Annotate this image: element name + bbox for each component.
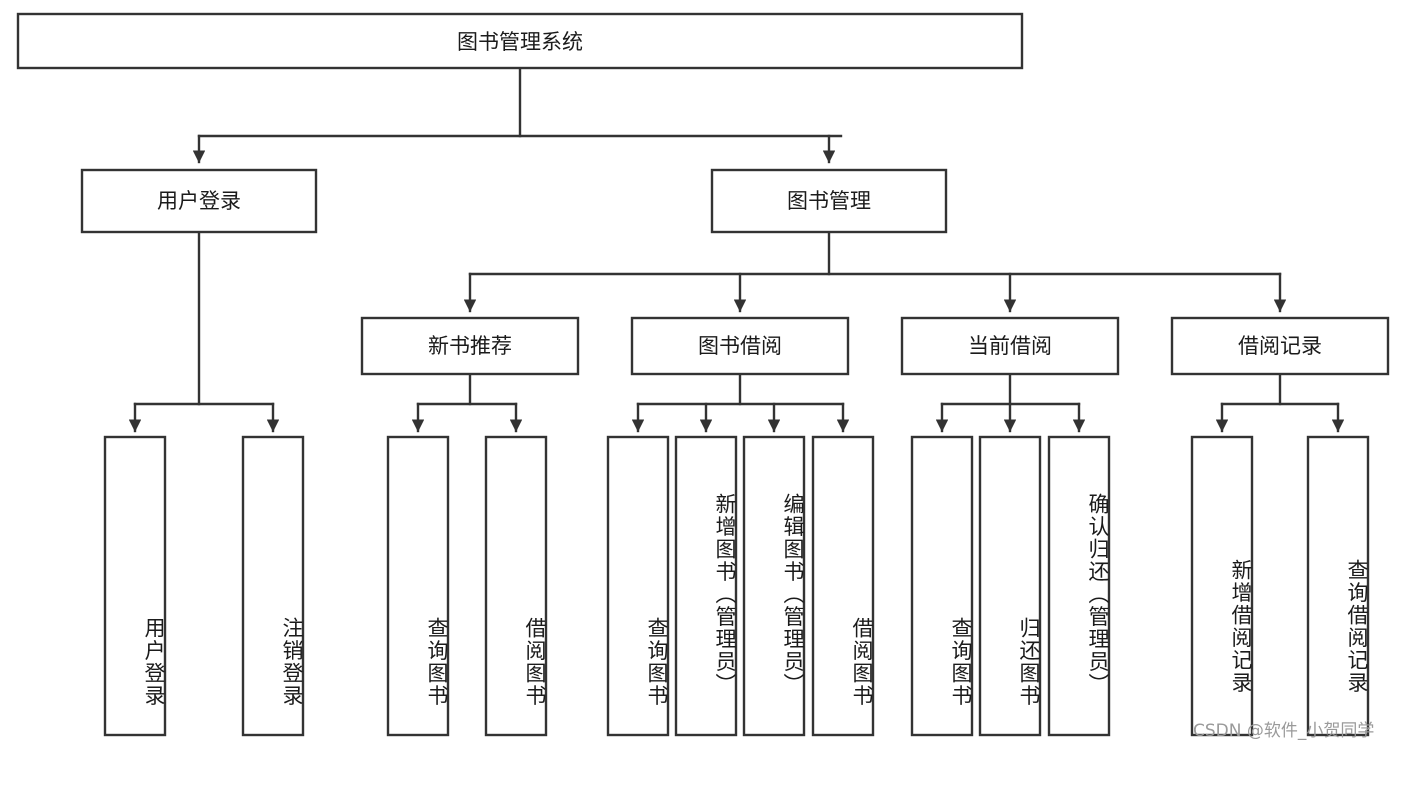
node-book-management-label: 图书管理 bbox=[787, 189, 871, 213]
node-leaf-edit-book[interactable] bbox=[742, 435, 806, 737]
node-leaf-confirm-return[interactable] bbox=[1047, 435, 1111, 737]
node-borrow-record-label: 借阅记录 bbox=[1238, 334, 1322, 358]
node-user-login[interactable]: 用户登录 bbox=[80, 168, 318, 234]
node-new-book-recommend-label: 新书推荐 bbox=[428, 334, 512, 358]
node-book-borrow[interactable]: 图书借阅 bbox=[630, 316, 850, 376]
connector-borrowrecord-to-leaves bbox=[1215, 372, 1345, 433]
functional-structure-diagram: 图书管理系统 用户登录 图书管理 新书推荐 图书借阅 当前借阅 借阅记录 bbox=[16, 12, 1390, 741]
node-borrow-record[interactable]: 借阅记录 bbox=[1170, 316, 1390, 376]
node-leaf-query-book-3[interactable] bbox=[910, 435, 974, 737]
node-leaf-query-record[interactable] bbox=[1306, 435, 1370, 737]
node-user-login-label: 用户登录 bbox=[157, 189, 241, 213]
node-leaf-query-book-1[interactable] bbox=[386, 435, 450, 737]
connector-newbook-to-leaves bbox=[411, 372, 523, 433]
node-current-borrow[interactable]: 当前借阅 bbox=[900, 316, 1120, 376]
connector-bookborrow-to-leaves bbox=[631, 372, 850, 433]
node-current-borrow-label: 当前借阅 bbox=[968, 334, 1052, 358]
connector-root-to-level2 bbox=[192, 66, 843, 164]
node-leaf-add-record[interactable] bbox=[1190, 435, 1254, 737]
node-leaf-user-login[interactable] bbox=[103, 435, 167, 737]
node-leaf-borrow-book-2[interactable] bbox=[811, 435, 875, 737]
node-root[interactable]: 图书管理系统 bbox=[16, 12, 1024, 70]
node-leaf-query-book-2[interactable] bbox=[606, 435, 670, 737]
connector-userlogin-to-leaves bbox=[128, 230, 280, 433]
connector-currentborrow-to-leaves bbox=[935, 372, 1086, 433]
node-leaf-return-book[interactable] bbox=[978, 435, 1042, 737]
tree-svg-canvas: 图书管理系统 用户登录 图书管理 新书推荐 图书借阅 当前借阅 借阅记录 bbox=[16, 12, 1390, 737]
connector-bookmgmt-to-level3 bbox=[463, 230, 1287, 313]
watermark-text: CSDN @软件_小贺同学 bbox=[1193, 721, 1375, 741]
node-leaf-add-book[interactable] bbox=[674, 435, 738, 737]
node-book-borrow-label: 图书借阅 bbox=[698, 334, 782, 358]
node-new-book-recommend[interactable]: 新书推荐 bbox=[360, 316, 580, 376]
node-book-management[interactable]: 图书管理 bbox=[710, 168, 948, 234]
node-leaf-logout-login[interactable] bbox=[241, 435, 305, 737]
node-leaf-borrow-book-1[interactable] bbox=[484, 435, 548, 737]
node-root-label: 图书管理系统 bbox=[457, 30, 583, 54]
